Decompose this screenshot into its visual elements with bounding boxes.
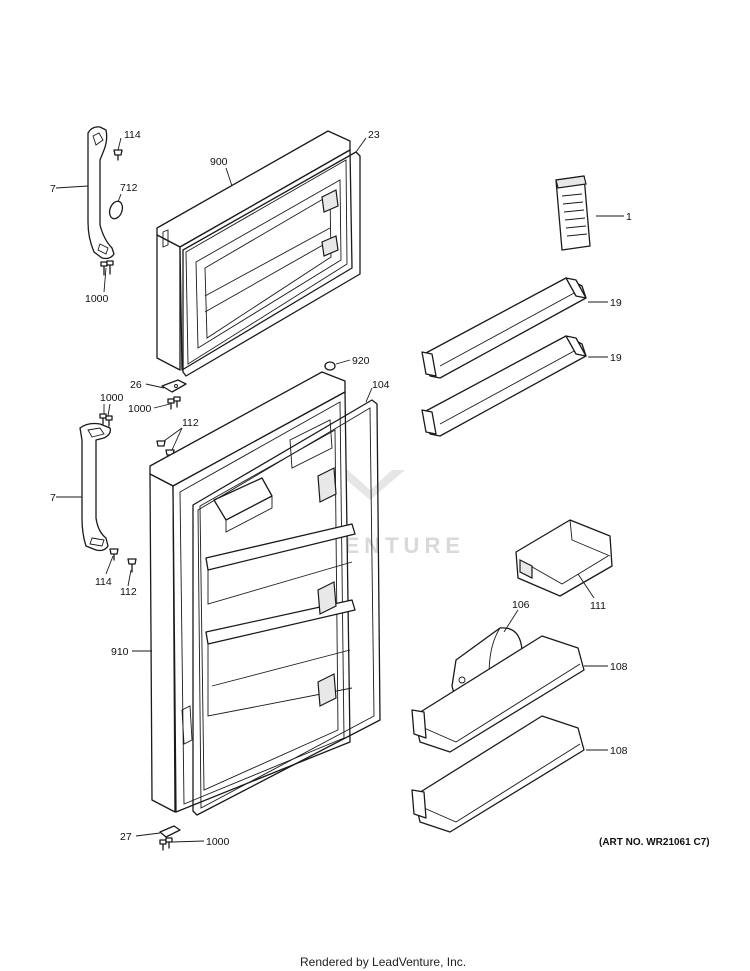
callout-112-top: 112 [182, 417, 199, 429]
handle-screw-114[interactable] [113, 149, 123, 161]
door-shelf-19-top[interactable] [421, 277, 587, 379]
callout-111: 111 [590, 600, 606, 612]
callout-112-lower: 112 [120, 586, 137, 598]
door-shelf-108-bottom[interactable] [411, 715, 585, 833]
callout-900: 900 [210, 156, 228, 168]
callout-1000-handle: 1000 [100, 392, 124, 404]
screws-1000-top[interactable] [100, 260, 114, 276]
screws-1000-hinge[interactable] [167, 396, 181, 410]
callout-1000-top: 1000 [85, 293, 109, 305]
callout-1: 1 [626, 211, 632, 223]
hinge-26[interactable] [161, 379, 187, 393]
callout-23: 23 [368, 129, 380, 141]
screws-112-top[interactable] [156, 440, 175, 456]
lower-door-handle[interactable] [79, 422, 112, 552]
callout-19-top: 19 [610, 297, 622, 309]
art-number: (ART NO. WR21061 C7) [599, 837, 710, 848]
plug-712[interactable] [107, 199, 124, 220]
callout-labels: 114 7 712 1000 900 23 1 19 19 920 26 100… [50, 129, 632, 848]
screw-114-lower[interactable] [109, 548, 119, 561]
door-shelf-19-bottom[interactable] [421, 335, 587, 437]
callout-27: 27 [120, 831, 132, 843]
door-shelf-108-top[interactable] [411, 635, 585, 753]
owners-manual[interactable] [555, 175, 591, 251]
callout-108-bottom: 108 [610, 745, 628, 757]
screws-1000-lower-handle[interactable] [99, 413, 113, 427]
screws-1000-bottom[interactable] [159, 837, 173, 851]
callout-1000-hinge: 1000 [128, 403, 152, 415]
callout-7-top: 7 [50, 183, 56, 195]
callout-712: 712 [120, 182, 138, 194]
watermark-logo-icon [335, 470, 405, 500]
callout-114-lower: 114 [95, 576, 112, 588]
freezer-door[interactable] [156, 130, 353, 371]
callout-108-top: 108 [610, 661, 628, 673]
leader-lines [55, 137, 624, 843]
plug-920[interactable] [324, 361, 336, 371]
callout-1000-bottom: 1000 [206, 836, 230, 848]
callout-104: 104 [372, 379, 390, 391]
door-bin-111[interactable] [515, 519, 613, 597]
fresh-food-door[interactable] [149, 371, 356, 813]
callout-26: 26 [130, 379, 142, 391]
hinge-27[interactable] [159, 825, 181, 838]
door-gasket-104[interactable] [192, 399, 381, 816]
callout-7-lower: 7 [50, 492, 56, 504]
screw-112-lower[interactable] [127, 558, 137, 573]
callout-106: 106 [512, 599, 530, 611]
callout-19-bottom: 19 [610, 352, 622, 364]
footer-credit: Rendered by LeadVenture, Inc. [300, 955, 466, 969]
upper-door-handle[interactable] [87, 126, 115, 260]
callout-910: 910 [111, 646, 129, 658]
callout-114-top: 114 [124, 129, 141, 141]
callout-920: 920 [352, 355, 370, 367]
